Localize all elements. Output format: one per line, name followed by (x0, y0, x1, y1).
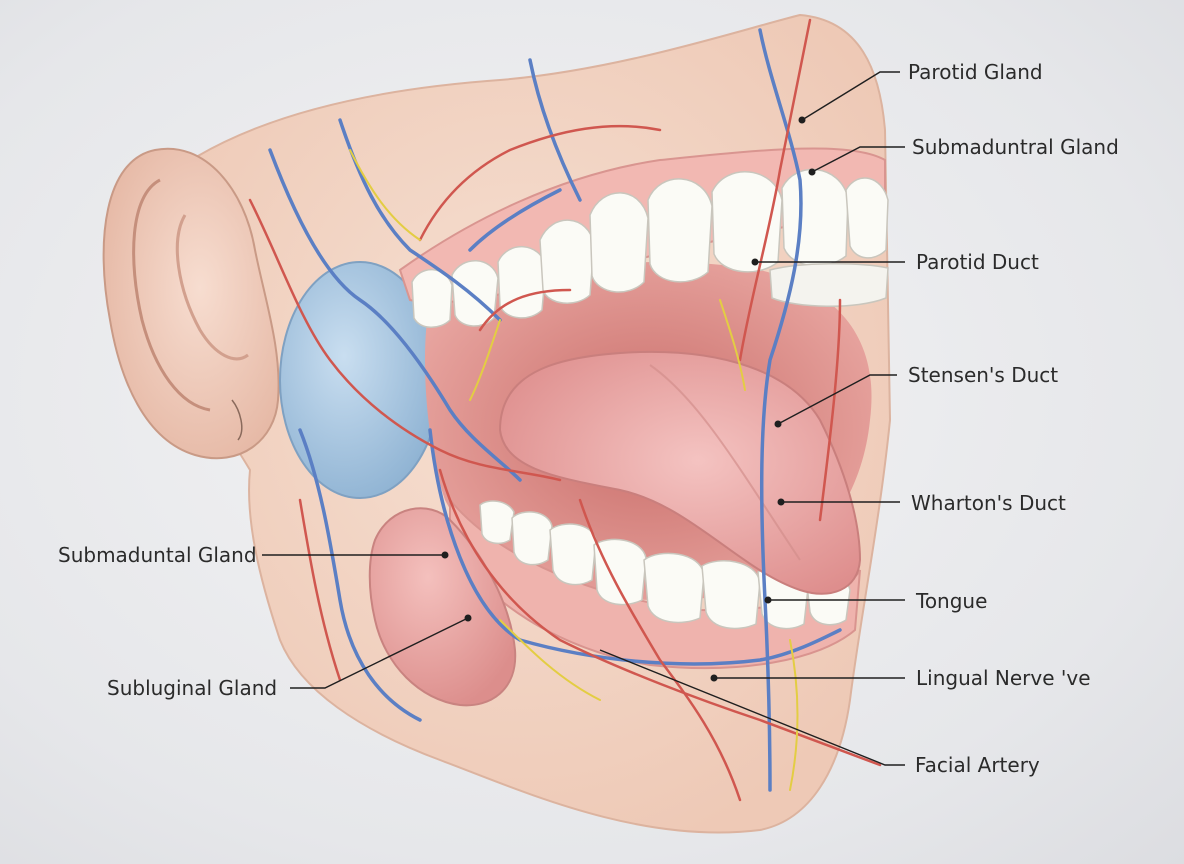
label-stensens-duct: Stensen's Duct (908, 363, 1059, 387)
label-parotid-duct: Parotid Duct (916, 250, 1039, 274)
nerves (349, 149, 799, 791)
leader-dots (441, 116, 816, 682)
label-subluginal-gland: Subluginal Gland (107, 676, 278, 700)
leader-parotid-gland (801, 71, 900, 121)
arteries (248, 18, 882, 802)
tongue-shape (498, 350, 862, 595)
label-facial-artery: Facial Artery (915, 753, 1040, 777)
label-submaduntal-gland: Submaduntal Gland (58, 543, 257, 567)
label-whartons-duct: Wharton's Duct (911, 491, 1066, 515)
label-parotid-gland: Parotid Gland (908, 60, 1043, 84)
leader-submaduntral-gland (811, 146, 905, 173)
leader-facial-artery (599, 649, 905, 766)
leader-lines (262, 71, 905, 766)
leader-stensens-duct (777, 374, 897, 425)
leader-subluginal-gland (290, 617, 469, 689)
label-submaduntral-gland: Submaduntral Gland (912, 135, 1119, 159)
veins (268, 28, 842, 792)
ear (102, 147, 280, 460)
label-tongue: Tongue (916, 589, 988, 613)
label-lingual-nerve: Lingual Nerve 've (916, 666, 1091, 690)
